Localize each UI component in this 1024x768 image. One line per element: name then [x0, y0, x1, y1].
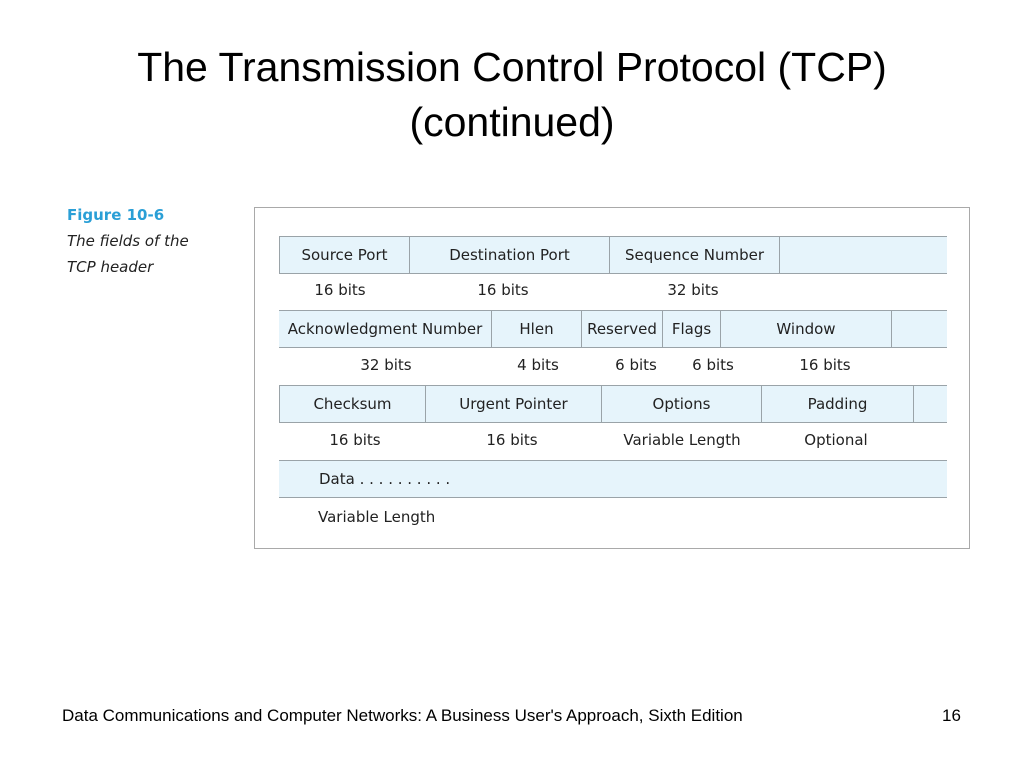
field-data: Data . . . . . . . . . .	[319, 470, 451, 488]
field-destination-port: Destination Port	[409, 237, 609, 273]
field-urgent-pointer: Urgent Pointer	[425, 386, 601, 422]
size-label: 32 bits	[667, 281, 719, 299]
field-reserved: Reserved	[581, 311, 662, 347]
field-sequence-number: Sequence Number	[609, 237, 779, 273]
field-hlen: Hlen	[491, 311, 581, 347]
size-label: 6 bits	[615, 356, 657, 374]
size-label: 32 bits	[360, 356, 412, 374]
size-label: 4 bits	[517, 356, 559, 374]
slide-title-line1: The Transmission Control Protocol (TCP)	[137, 44, 887, 90]
header-row-2: Acknowledgment Number Hlen Reserved Flag…	[279, 310, 947, 348]
footer-book-title: Data Communications and Computer Network…	[62, 706, 743, 725]
field-acknowledgment-number: Acknowledgment Number	[287, 320, 483, 338]
header-row-1: Source Port Destination Port Sequence Nu…	[279, 236, 947, 274]
field-empty	[891, 311, 947, 347]
field-checksum: Checksum	[279, 386, 425, 422]
field-empty	[779, 237, 947, 273]
tcp-header-figure: Source Port Destination Port Sequence Nu…	[254, 207, 970, 549]
field-empty	[913, 386, 947, 422]
slide-title-line2: (continued)	[409, 99, 615, 145]
header-row-3: Checksum Urgent Pointer Options Padding	[279, 385, 947, 423]
size-label: 16 bits	[329, 431, 381, 449]
field-padding: Padding	[761, 386, 913, 422]
figure-label: Figure 10-6	[67, 206, 165, 224]
figure-caption: Figure 10-6 The fields of the TCP header	[67, 202, 237, 280]
field-options: Options	[601, 386, 761, 422]
size-label: Optional	[804, 431, 868, 449]
size-label: 16 bits	[486, 431, 538, 449]
figure-description-line2: TCP header	[67, 258, 154, 276]
field-flags: Flags	[662, 311, 720, 347]
page-number: 16	[942, 706, 961, 725]
size-label: Variable Length	[318, 508, 436, 526]
size-label: 6 bits	[692, 356, 734, 374]
slide-title: The Transmission Control Protocol (TCP) …	[0, 40, 1024, 150]
size-label: 16 bits	[799, 356, 851, 374]
header-row-4: Data . . . . . . . . . .	[279, 460, 947, 498]
field-source-port: Source Port	[279, 237, 409, 273]
size-label: 16 bits	[477, 281, 529, 299]
size-label: 16 bits	[314, 281, 366, 299]
figure-description-line1: The fields of the	[67, 232, 189, 250]
field-window: Window	[720, 311, 891, 347]
size-label: Variable Length	[623, 431, 741, 449]
